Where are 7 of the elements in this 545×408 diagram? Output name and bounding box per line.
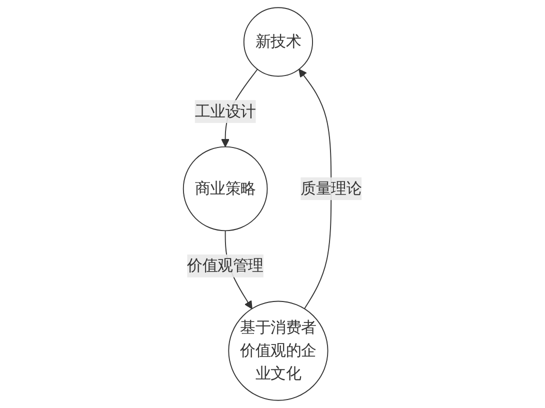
node-circle: 商业策略 (182, 146, 268, 232)
node-circle: 新技术 (243, 7, 314, 77)
edge-label: 工业设计 (194, 102, 256, 120)
arrow (298, 68, 332, 310)
node-circle: 基于消费者价值观的企业文化 (228, 300, 328, 401)
edge-label: 价值观管理 (187, 256, 264, 275)
edge-label: 质量理论 (300, 179, 362, 198)
